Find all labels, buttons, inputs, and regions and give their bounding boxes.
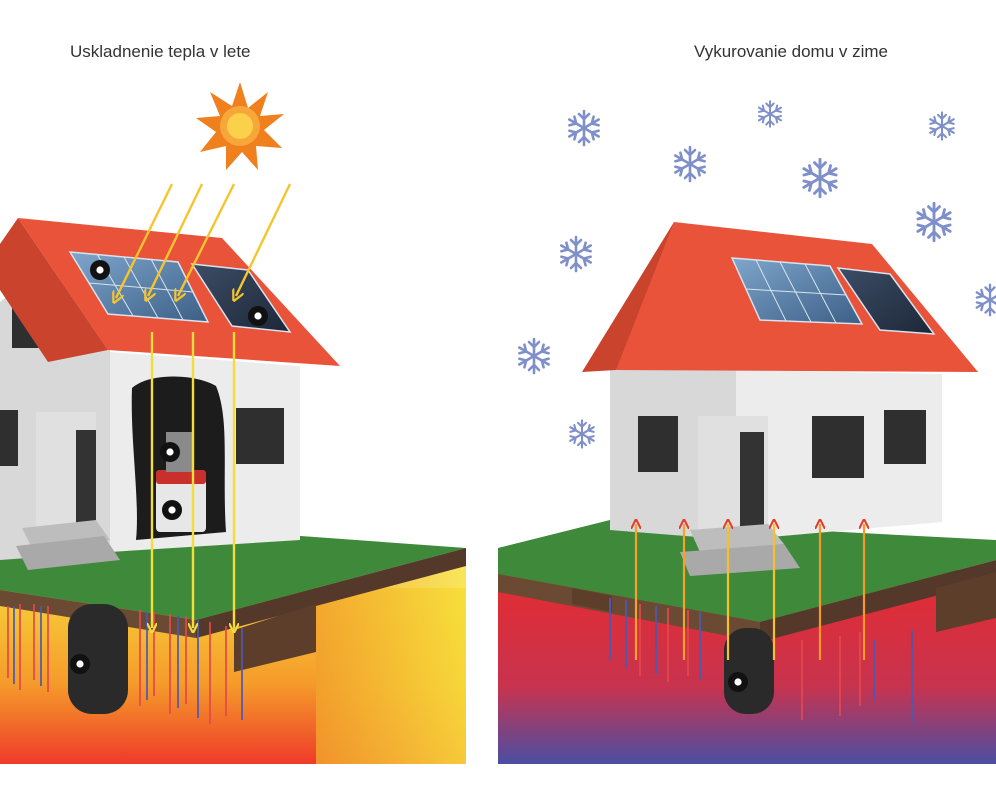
winter-soil-edge-front (498, 574, 760, 642)
snowflake-icon (757, 100, 783, 128)
summer-panel (0, 82, 466, 764)
summer-roof-left (0, 218, 108, 362)
snowflake-icon (569, 419, 595, 449)
winter-slab-post-left (572, 588, 612, 612)
summer-steps-lower (16, 536, 120, 570)
marker-dot-icon (160, 442, 180, 462)
summer-soil-edge-side (196, 548, 466, 638)
snowflake-icon (567, 109, 601, 147)
summer-heat-tank-lid (156, 470, 206, 484)
marker-dot-icon (90, 260, 110, 280)
panel-title-winter: Vykurovanie domu v zime (694, 42, 889, 61)
sun-icon (196, 82, 284, 170)
marker-dot-icon (248, 306, 268, 326)
winter-slab-post-right (936, 572, 996, 632)
summer-boreholes (7, 604, 243, 724)
winter-door (740, 432, 764, 530)
sun-rays (116, 183, 292, 298)
winter-window-front-1 (812, 416, 864, 478)
winter-solar-collector (836, 267, 936, 335)
winter-solar-panel-pv (730, 257, 864, 325)
winter-solar-panel-grid (745, 259, 847, 324)
summer-window-front (236, 408, 284, 464)
winter-steps (690, 524, 784, 552)
snowflake-icon (673, 145, 707, 183)
summer-slab-post (234, 604, 316, 672)
marker-dot-icon (728, 672, 748, 692)
heat-flow-up-arrows (636, 524, 864, 660)
heat-flow-down-arrows (152, 332, 234, 628)
panel-title-summer: Uskladnenie tepla v lete (70, 42, 251, 61)
snowflake-icon (517, 337, 551, 375)
marker-dot-icon (70, 654, 90, 674)
winter-steps-lower (680, 544, 800, 576)
snowflake-icon (559, 235, 593, 273)
winter-window-side (638, 416, 678, 472)
snowflake-icon (802, 157, 838, 199)
winter-window-front-2 (884, 410, 926, 464)
marker-dot-icon (162, 500, 182, 520)
winter-panel (498, 100, 996, 764)
snowflake-icon (975, 283, 996, 317)
summer-ground-side-heat (316, 548, 466, 764)
snowflake-icon (929, 111, 955, 141)
winter-boreholes (609, 598, 913, 722)
snowflake-icon (916, 201, 952, 243)
summer-door (76, 430, 96, 528)
summer-window-side (0, 410, 18, 466)
